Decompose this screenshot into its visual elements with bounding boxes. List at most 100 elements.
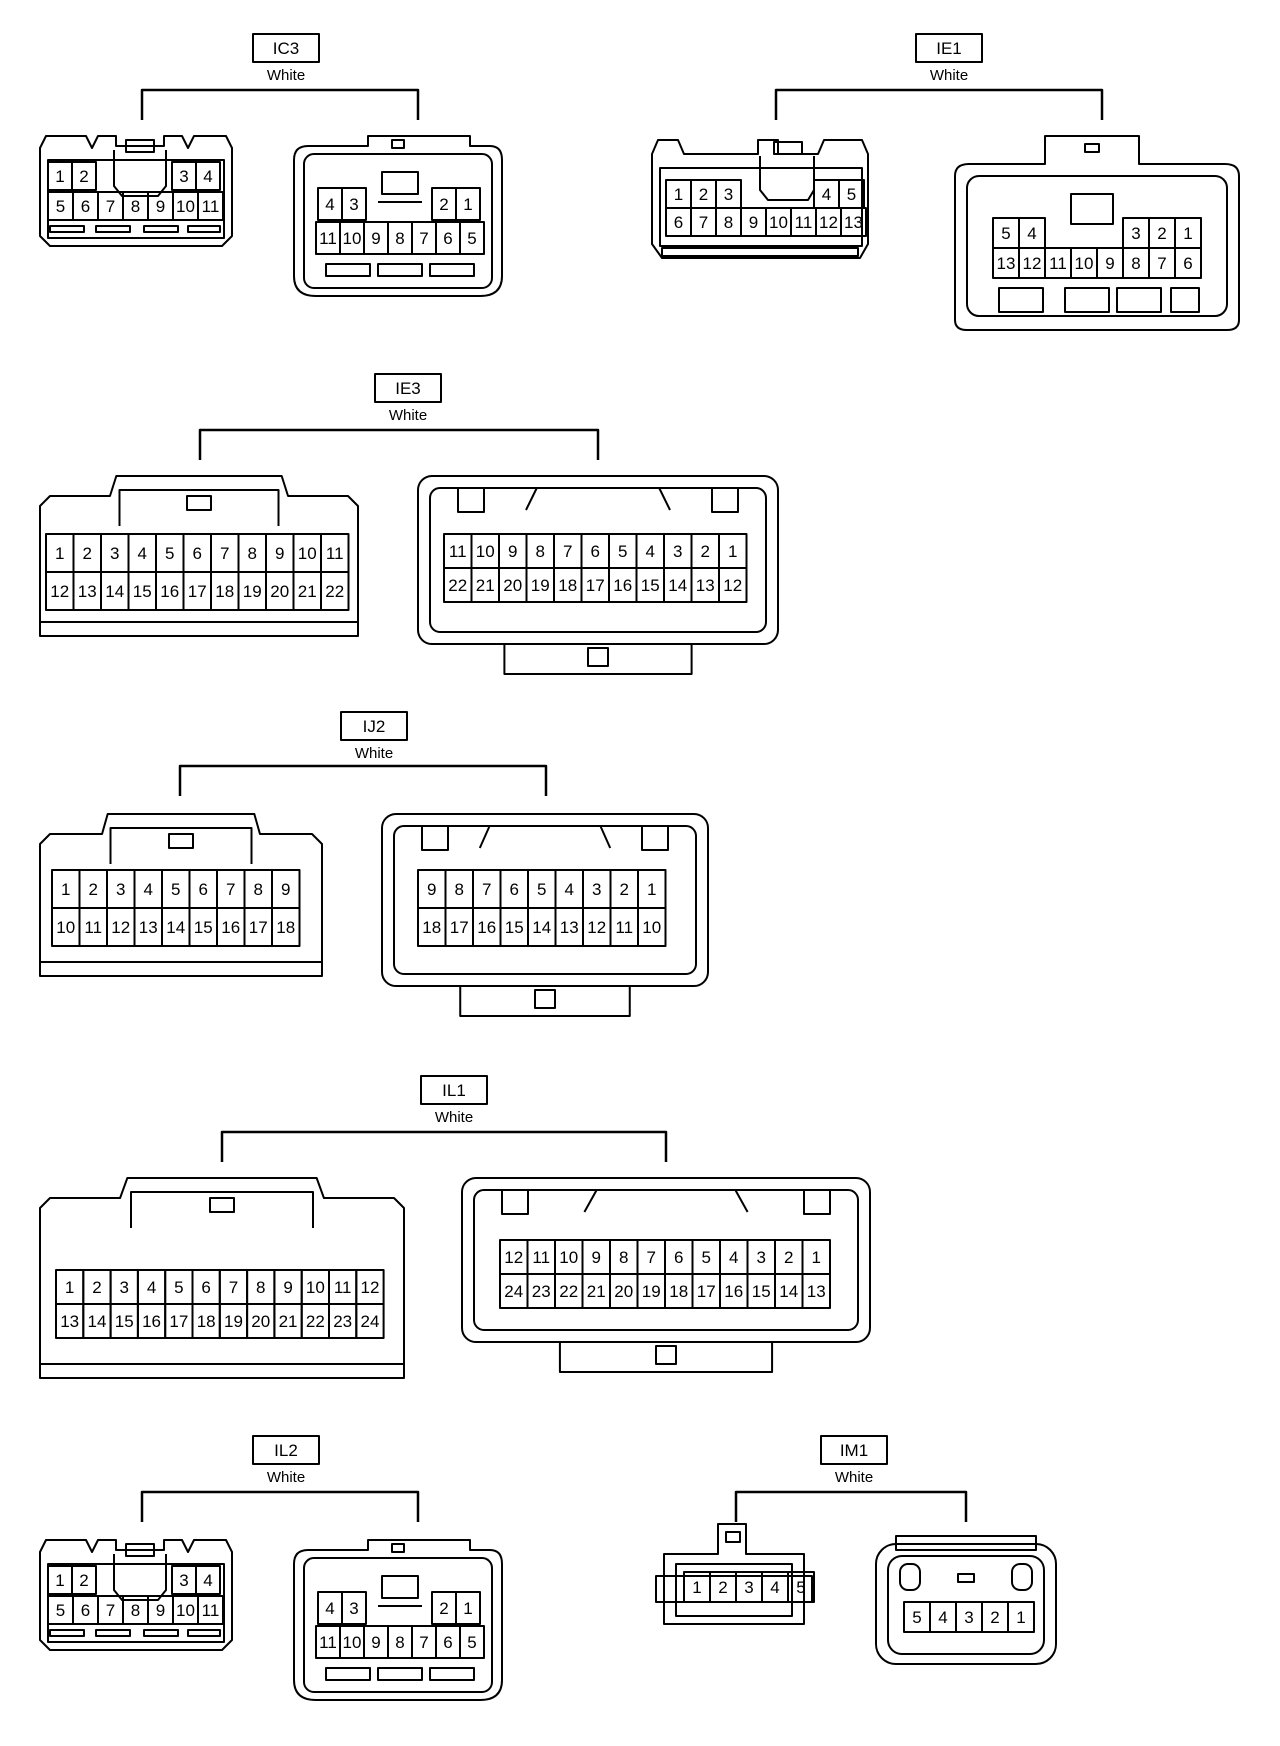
- pin-number: 2: [79, 1571, 88, 1590]
- pin-number: 8: [248, 544, 257, 563]
- pin-number: 3: [592, 880, 601, 899]
- pin-number: 1: [674, 185, 683, 204]
- pin-number: 20: [251, 1312, 270, 1331]
- connector-pair-bracket: [734, 1490, 968, 1522]
- pin-number: 8: [455, 880, 464, 899]
- pin-number: 2: [439, 1599, 448, 1618]
- connector-pair-bracket: [220, 1130, 668, 1162]
- pin-number: 6: [81, 197, 90, 216]
- pin-number: 3: [1131, 224, 1140, 243]
- pin-number: 19: [642, 1282, 661, 1301]
- connector-code: IE1: [936, 39, 962, 58]
- connector-code-box: [252, 1435, 320, 1465]
- connector-code-box: [374, 373, 442, 403]
- pin-number: 11: [1049, 254, 1067, 273]
- pin-number: 24: [504, 1282, 523, 1301]
- pin-number: 17: [586, 576, 605, 595]
- pin-number: 13: [78, 582, 97, 601]
- pin-cell: [1007, 1601, 1035, 1633]
- pin-number: 11: [532, 1248, 550, 1267]
- pin-number: 4: [729, 1248, 738, 1267]
- connector-code: IC3: [273, 39, 299, 58]
- pin-number: 10: [176, 1601, 195, 1620]
- pin-number: 7: [1157, 254, 1166, 273]
- pin-number: 2: [79, 167, 88, 186]
- pin-number: 5: [467, 229, 476, 248]
- pin-number: 2: [990, 1608, 999, 1627]
- pin-number: 10: [642, 918, 661, 937]
- pin-cell: [1174, 247, 1202, 279]
- pin-number: 20: [503, 576, 522, 595]
- pin-number: 12: [819, 213, 838, 232]
- pin-number: 21: [587, 1282, 606, 1301]
- pin-number: 8: [131, 197, 140, 216]
- pin-number: 14: [87, 1312, 106, 1331]
- pin-cell: [271, 907, 301, 947]
- pin-number: 10: [343, 1633, 362, 1652]
- connector-color: White: [267, 1469, 305, 1486]
- pin-number: 18: [276, 918, 295, 937]
- connector-color: White: [355, 745, 393, 762]
- pin-number: 2: [83, 544, 92, 563]
- pin-number: 3: [116, 880, 125, 899]
- pin-number: 4: [565, 880, 574, 899]
- connector-color: White: [435, 1109, 473, 1126]
- pin-number: 17: [188, 582, 207, 601]
- pin-number: 11: [326, 544, 344, 563]
- pin-number: 1: [55, 167, 64, 186]
- pin-number: 8: [256, 1278, 265, 1297]
- pin-number: 3: [724, 185, 733, 204]
- pin-number: 9: [156, 197, 165, 216]
- pin-number: 3: [110, 544, 119, 563]
- pin-number: 6: [81, 1601, 90, 1620]
- pin-number: 15: [133, 582, 152, 601]
- pin-number: 1: [728, 542, 737, 561]
- pin-number: 7: [106, 197, 115, 216]
- pin-number: 17: [450, 918, 469, 937]
- pin-number: 1: [1016, 1608, 1025, 1627]
- pin-number: 5: [618, 542, 627, 561]
- pin-number: 10: [476, 542, 495, 561]
- pin-number: 2: [699, 185, 708, 204]
- pin-number: 8: [536, 542, 545, 561]
- pin-number: 1: [61, 880, 70, 899]
- pin-number: 10: [298, 544, 317, 563]
- pin-number: 11: [202, 1601, 220, 1620]
- connector-code: IM1: [840, 1441, 868, 1460]
- pin-number: 8: [395, 229, 404, 248]
- pin-number: 11: [202, 197, 220, 216]
- pin-number: 13: [997, 254, 1016, 273]
- pin-number: 15: [194, 918, 213, 937]
- pin-number: 6: [443, 1633, 452, 1652]
- connector-code-box: [252, 33, 320, 63]
- pin-cell: [355, 1303, 385, 1339]
- pin-number: 6: [193, 544, 202, 563]
- pin-number: 16: [477, 918, 496, 937]
- pin-number: 3: [673, 542, 682, 561]
- pin-number: 14: [166, 918, 185, 937]
- pin-number: 5: [796, 1578, 805, 1597]
- pin-number: 12: [1023, 254, 1042, 273]
- pin-number: 4: [147, 1278, 156, 1297]
- pin-number: 5: [1001, 224, 1010, 243]
- pin-number: 2: [784, 1248, 793, 1267]
- pin-number: 3: [964, 1608, 973, 1627]
- pin-number: 5: [467, 1633, 476, 1652]
- pin-number: 10: [176, 197, 195, 216]
- pin-number: 5: [174, 1278, 183, 1297]
- pin-number: 14: [779, 1282, 798, 1301]
- pin-number: 7: [106, 1601, 115, 1620]
- pin-cell: [801, 1273, 831, 1309]
- pin-number: 9: [281, 880, 290, 899]
- pin-number: 10: [559, 1248, 578, 1267]
